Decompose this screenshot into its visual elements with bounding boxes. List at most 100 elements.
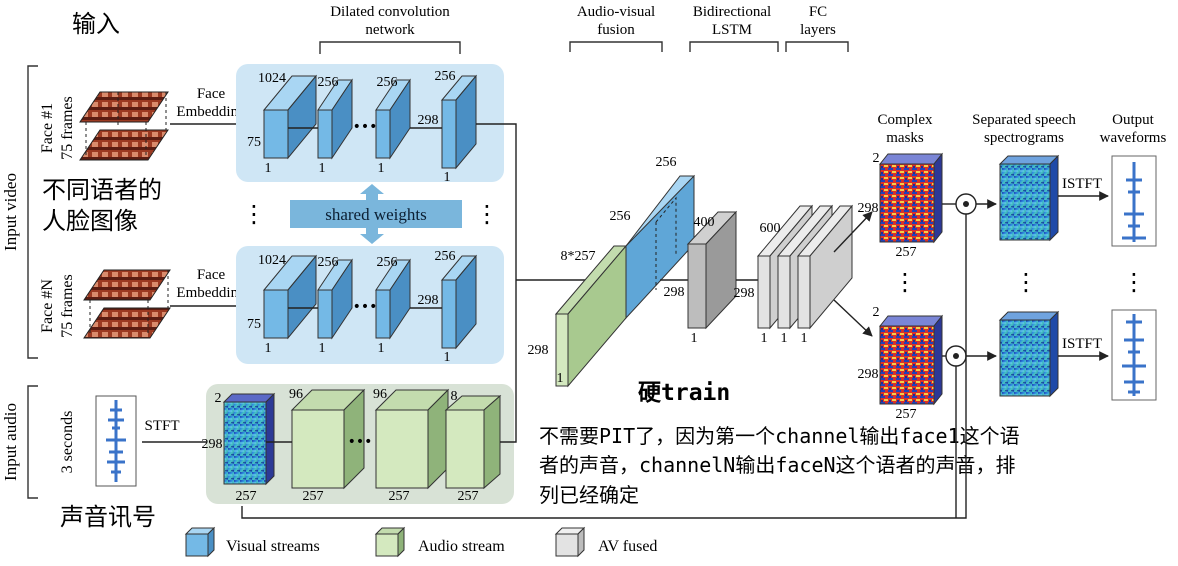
stft-label: STFT: [144, 418, 179, 434]
dim-label: 256: [656, 155, 677, 170]
stage-title-av-fusion: Audio-visual fusion: [569, 4, 663, 52]
svg-text:Audio-visual: Audio-visual: [577, 4, 655, 20]
legend-item-fused: AV fused: [554, 526, 657, 558]
dim-label: 298: [202, 437, 223, 452]
dim-label: 1: [557, 371, 564, 386]
dim-label: 256: [377, 255, 398, 270]
stage-title-masks: Complex masks: [878, 112, 933, 146]
waveform-icon: [95, 395, 137, 487]
input-spectrogram: [222, 392, 276, 486]
legend-swatch: [555, 533, 579, 557]
dim-label: 298: [734, 286, 755, 301]
dim-label: 298: [418, 113, 439, 128]
dim-label: 8*257: [561, 249, 596, 264]
svg-text:Face: Face: [197, 86, 226, 102]
legend-item-visual: Visual streams: [184, 526, 320, 558]
svg-text:network: network: [365, 22, 415, 38]
annotation-note-line1: 不需要PIT了，因为第一个channel输出face1这个语: [539, 424, 1020, 448]
shared-weights-box: [290, 200, 462, 228]
legend-label: Audio stream: [418, 538, 505, 555]
svg-text:Face #1: Face #1: [39, 103, 56, 153]
svg-text:Separated speech: Separated speech: [972, 112, 1076, 128]
fusion-visual-slab: [624, 174, 696, 320]
dim-label: 256: [318, 75, 339, 90]
dim-label: 96: [373, 387, 387, 402]
fusion-connectors: [476, 123, 590, 443]
dim-label: 257: [896, 407, 917, 422]
section-label-input-audio: Input audio: [1, 403, 20, 481]
legend-label: Visual streams: [226, 538, 320, 555]
dim-label: 298: [418, 293, 439, 308]
svg-text:Dilated convolution: Dilated convolution: [330, 4, 450, 20]
dim-label: 2: [215, 391, 222, 406]
dim-label: 1: [265, 341, 272, 356]
svg-text:fusion: fusion: [597, 22, 635, 38]
arrow-down-icon: [360, 228, 384, 244]
dim-label: 257: [303, 489, 324, 504]
vertical-ellipsis-spectrograms: ⋮: [1014, 268, 1038, 296]
legend-item-audio: Audio stream: [374, 526, 505, 558]
separated-spectrogram-n: [998, 310, 1060, 398]
visual-block: [262, 74, 318, 160]
svg-text:FC: FC: [809, 4, 827, 20]
visual-block: [440, 74, 478, 170]
output-waveform-n: [1111, 309, 1157, 401]
dim-label: 600: [760, 221, 781, 236]
dim-label: 1: [444, 350, 451, 365]
shared-weights: shared weights ⋮ ⋮: [242, 184, 499, 244]
visual-network-n: ••• 1024 256 256 256 75 298 1 1 1 1: [236, 246, 504, 365]
section-input-audio: Input audio: [1, 385, 38, 499]
visual-network-1: ••• 1024 256 256 256 75 298 1 1 1 1: [236, 64, 504, 185]
svg-text:masks: masks: [886, 130, 924, 146]
istft-label: ISTFT: [1062, 176, 1102, 192]
svg-text:LSTM: LSTM: [712, 22, 752, 38]
multiply-node-n: [942, 345, 997, 367]
svg-text:Face: Face: [197, 267, 226, 283]
svg-text:Embedding: Embedding: [176, 104, 246, 120]
legend-swatch: [375, 533, 399, 557]
face-image-icon: [79, 91, 169, 161]
annotation-audio: 声音讯号: [60, 503, 156, 531]
dim-label: 75: [247, 135, 261, 150]
dim-label: 256: [377, 75, 398, 90]
complex-mask-n: [878, 314, 944, 406]
visual-block: [262, 254, 318, 340]
complex-mask-1: [878, 152, 944, 244]
output-waveform-1: [1111, 155, 1157, 247]
svg-text:spectrograms: spectrograms: [984, 130, 1064, 146]
audio-block: [290, 388, 366, 490]
dim-label: 1: [265, 161, 272, 176]
audio-network: 2 298 257 ••• 96 96 8 257 257 257: [202, 384, 514, 504]
svg-text:waveforms: waveforms: [1100, 130, 1167, 146]
skip-connection: [241, 214, 967, 519]
dim-label: 257: [389, 489, 410, 504]
face-input-1: Face #1 75 frames Face Embedding: [39, 86, 249, 161]
dim-label: 257: [896, 245, 917, 260]
shared-weights-label: shared weights: [325, 205, 427, 224]
dim-label: 1: [761, 331, 768, 346]
legend: Visual streams Audio stream AV fused: [184, 526, 657, 558]
dim-label: 1: [319, 341, 326, 356]
stage-title-fc: FC layers: [785, 4, 849, 52]
annotation-input: 输入: [72, 10, 120, 38]
visual-ellipsis: •••: [353, 299, 378, 315]
visual-ellipsis: •••: [353, 119, 378, 135]
face-input-n: Face #N 75 frames Face Embedding: [39, 267, 249, 339]
dim-label: 1: [691, 331, 698, 346]
dim-label: 1: [319, 161, 326, 176]
multiply-node-1: [942, 193, 997, 215]
dim-label: 1: [378, 161, 385, 176]
annotation-faces-line2: 人脸图像: [42, 207, 138, 235]
audio-duration-label: 3 seconds: [59, 411, 76, 474]
bilstm-block: [686, 210, 738, 330]
legend-label: AV fused: [598, 538, 657, 555]
separated-spectrogram-1: [998, 154, 1060, 242]
arrow-up-icon: [360, 184, 384, 200]
dim-label: 1: [378, 341, 385, 356]
dim-label: 1: [801, 331, 808, 346]
dim-label: 1: [781, 331, 788, 346]
dim-label: 257: [236, 489, 257, 504]
fusion-audio-slab: [554, 244, 628, 388]
